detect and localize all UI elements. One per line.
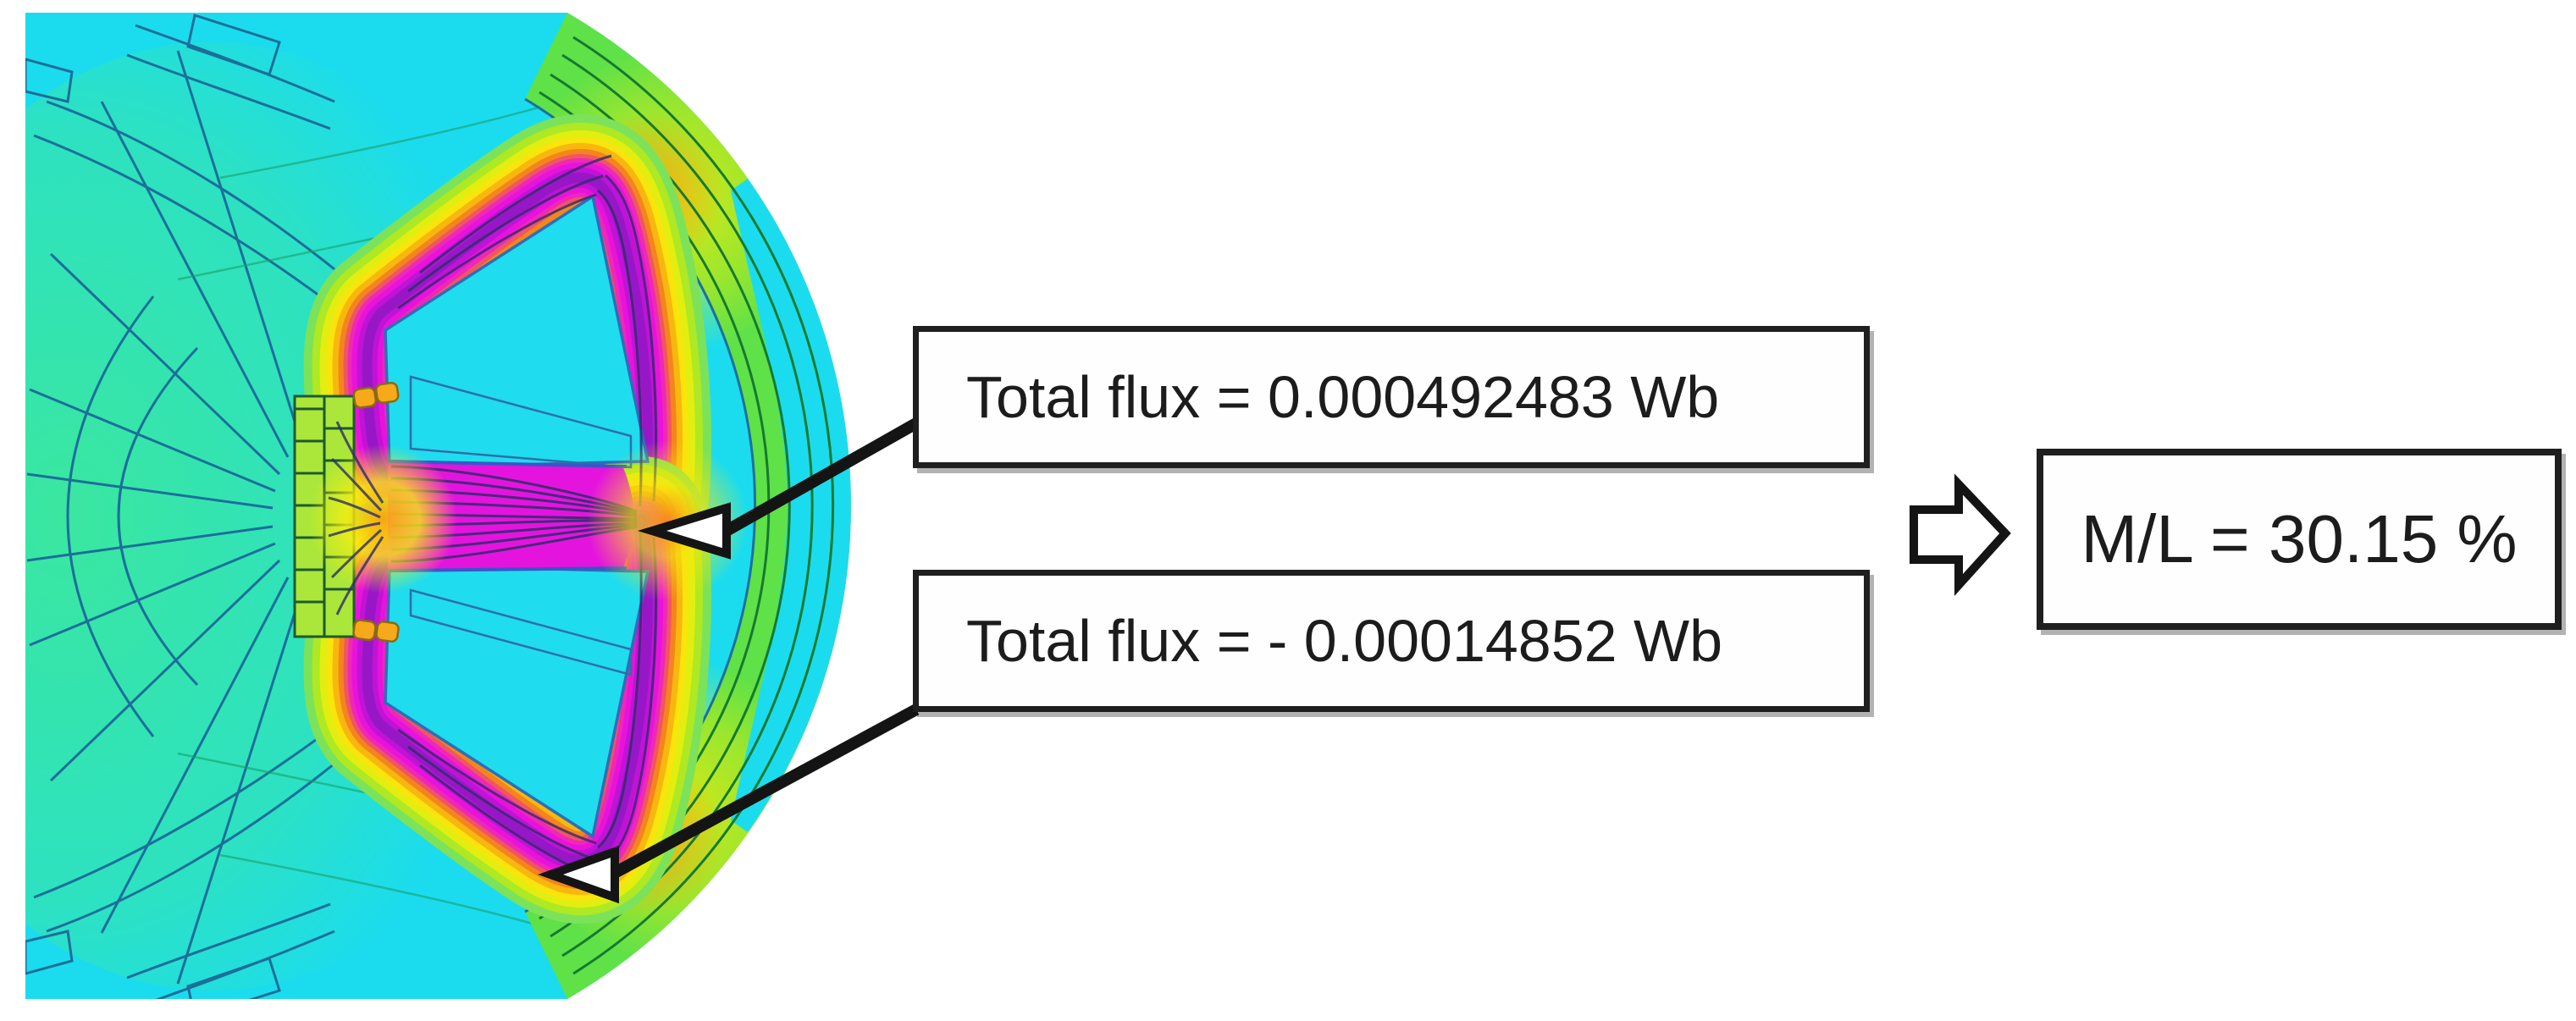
callout-label-flux-leakage: Total flux = - 0.00014852 Wb xyxy=(966,608,1723,674)
callout-label-flux-main: Total flux = 0.000492483 Wb xyxy=(966,364,1720,430)
airgap-pinch-fan xyxy=(587,440,748,601)
flux-plot xyxy=(25,13,852,999)
throat-fan xyxy=(308,444,457,593)
pocket-flux-lines xyxy=(397,154,657,884)
callout-pointer-2-icon xyxy=(538,845,619,904)
coil-marker-lower xyxy=(352,619,400,643)
coil-marker-upper xyxy=(352,382,400,409)
result-label: M/L = 30.15 % xyxy=(2081,501,2518,577)
callout-line-1 xyxy=(721,417,920,538)
callout-line-2 xyxy=(610,704,920,880)
magnet-outline-lower xyxy=(409,588,633,676)
callout-box-flux-leakage: Total flux = - 0.00014852 Wb xyxy=(913,570,1870,712)
throat-fan-lines xyxy=(328,421,384,615)
result-box: M/L = 30.15 % xyxy=(2037,449,2562,630)
implies-arrow-icon xyxy=(1910,473,2011,597)
callout-pointer-1-icon xyxy=(637,502,731,560)
airgap-cyan-sliver xyxy=(731,179,851,832)
callout-box-flux-main: Total flux = 0.000492483 Wb xyxy=(913,326,1870,468)
stator-structure-lines xyxy=(25,14,335,999)
